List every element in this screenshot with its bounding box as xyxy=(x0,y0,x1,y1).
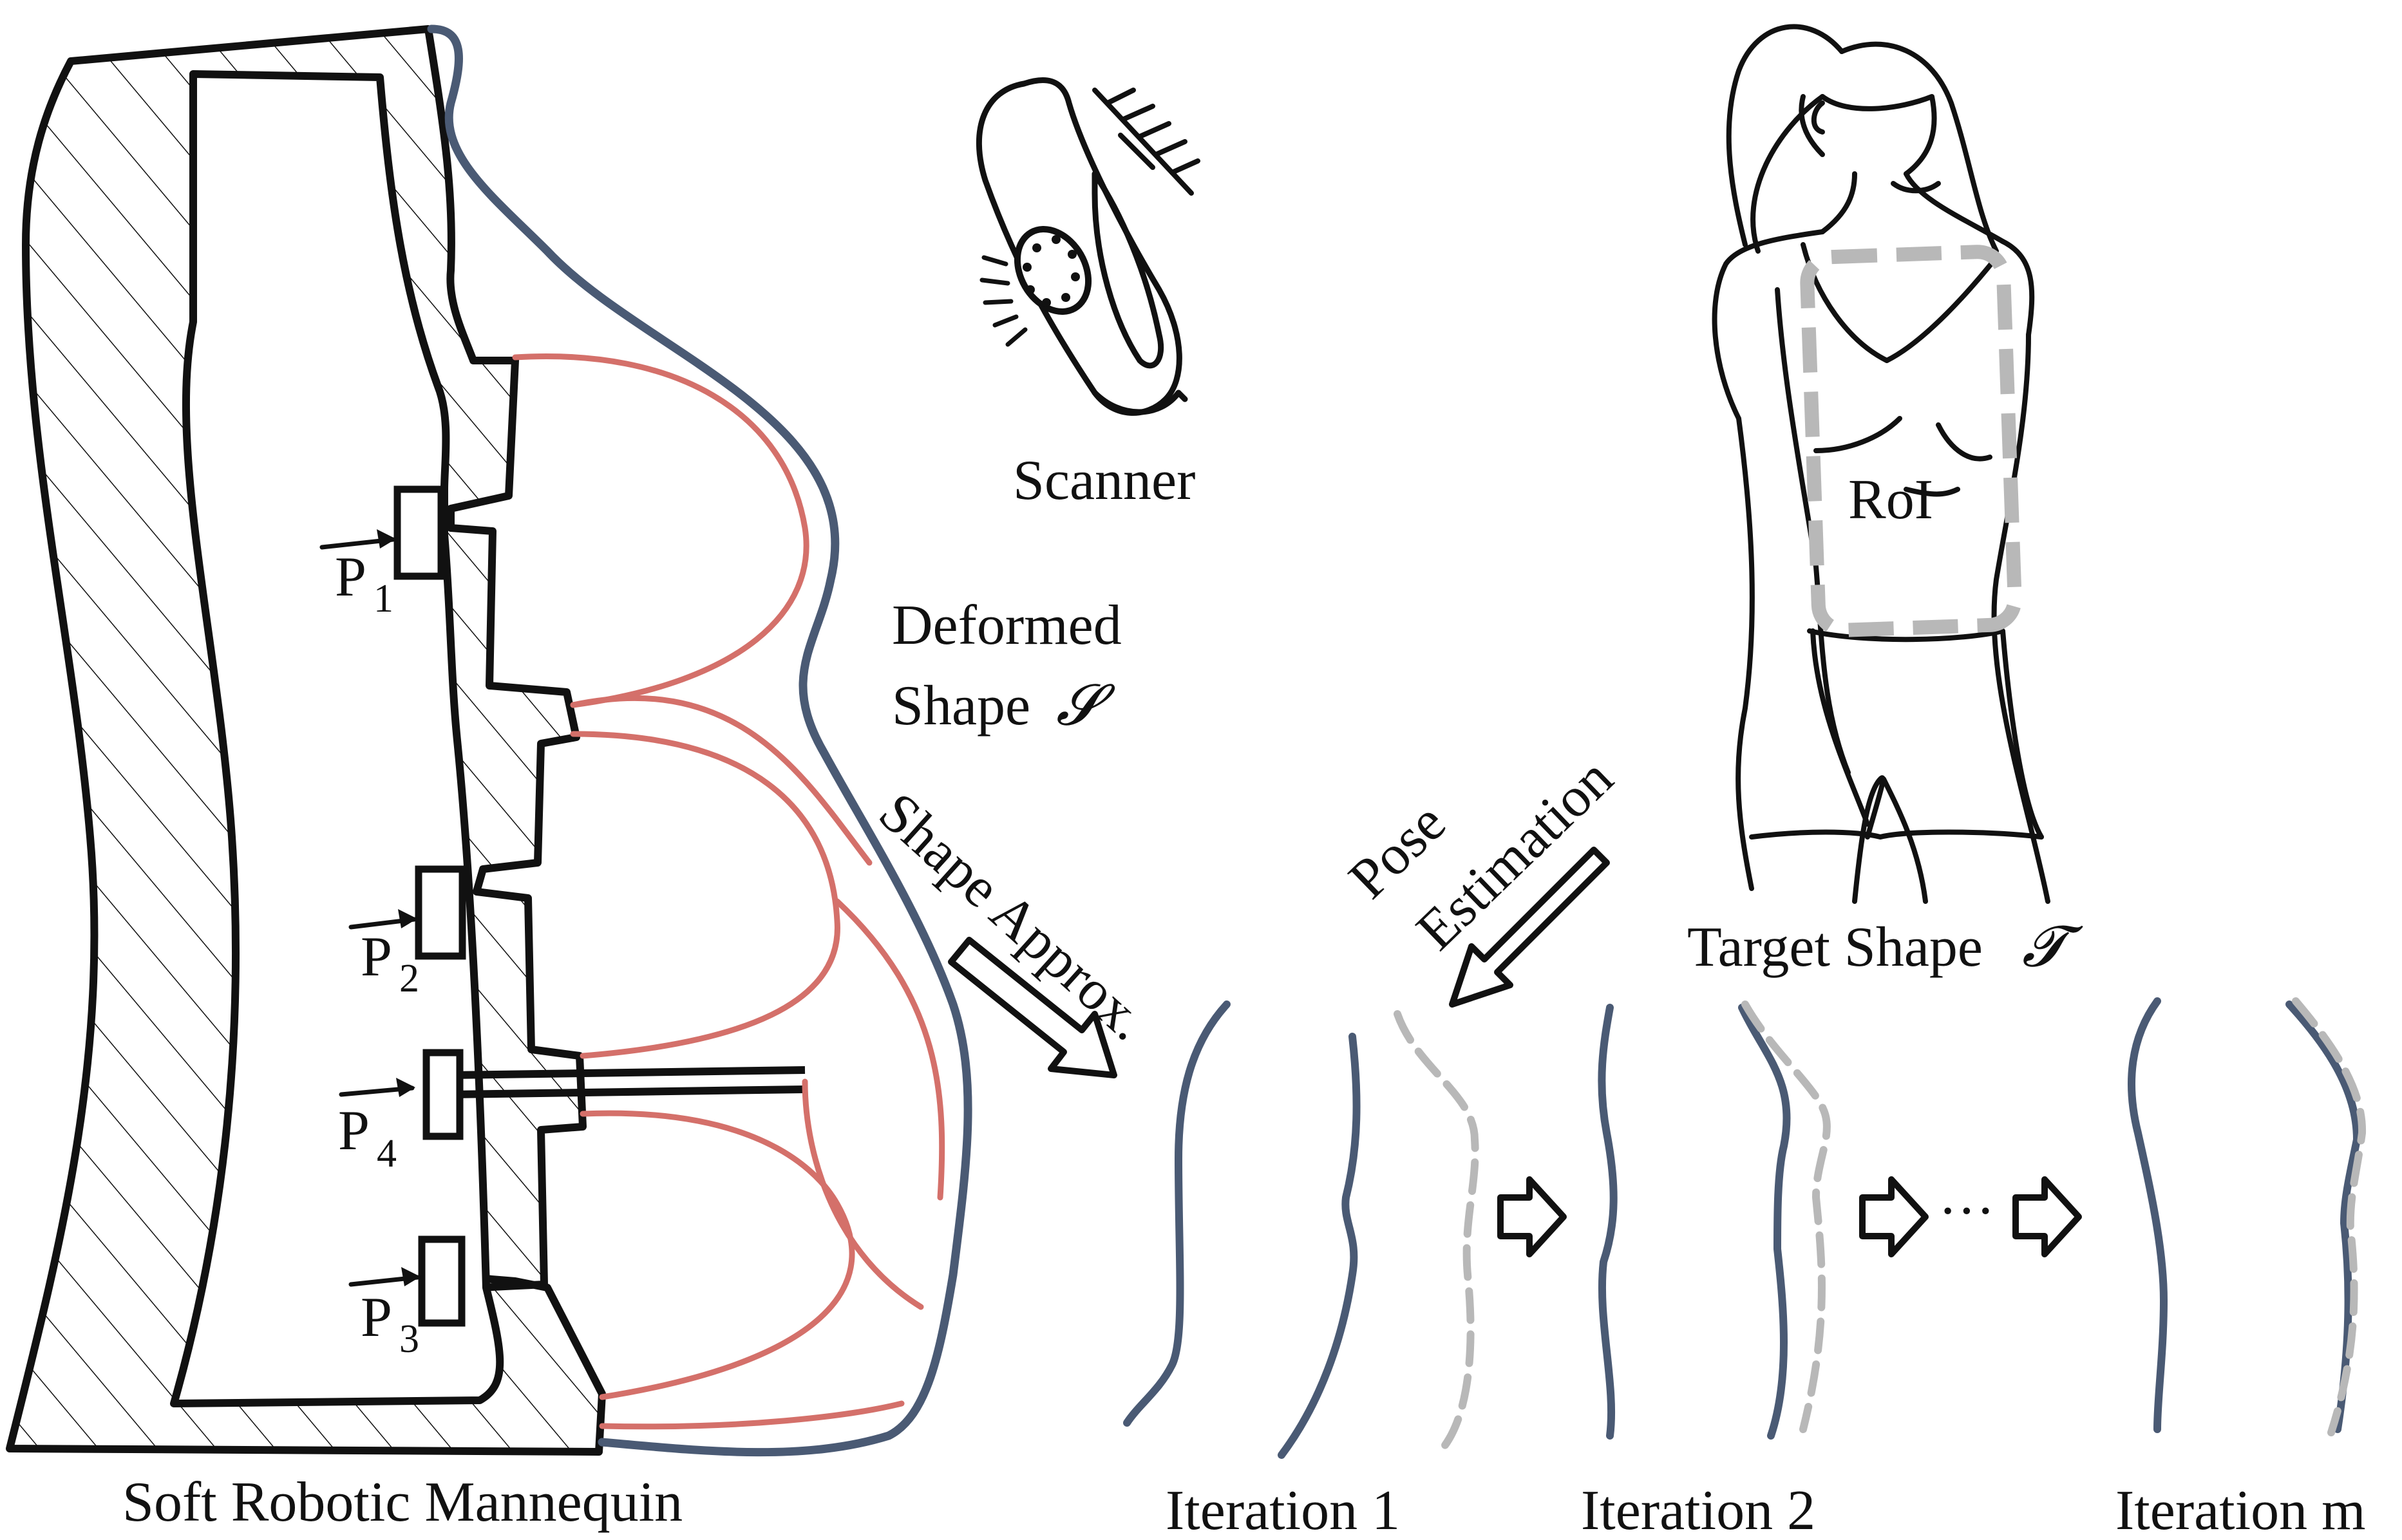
piston-p1 xyxy=(319,485,445,580)
mannequin-cavity xyxy=(170,70,504,1407)
target-shape-symbol: 𝓣 xyxy=(2022,916,2083,979)
step-arrow-2 xyxy=(1859,1176,1929,1257)
piston-label-p1: P 1 xyxy=(335,546,393,621)
roi-region xyxy=(1800,245,2022,637)
scanner-label: Scanner xyxy=(1013,449,1195,512)
step-arrow-3 xyxy=(2012,1176,2082,1257)
mannequin-label: Soft Robotic Mannequin xyxy=(122,1471,683,1534)
target-shape-label: Target Shape xyxy=(1687,916,1983,979)
deformed-shape-label-line1: Deformed xyxy=(892,594,1122,657)
deformed-shape-label-line2: Shape xyxy=(892,675,1030,737)
target-body-figure xyxy=(1712,24,2050,904)
piston-p4 xyxy=(339,1049,464,1140)
step-arrow-1 xyxy=(1497,1176,1567,1257)
deformed-shape-symbol: 𝓢 xyxy=(1056,675,1115,737)
svg-text:P: P xyxy=(361,1286,392,1349)
iteration-2-curves xyxy=(1598,1000,1831,1440)
piston-label-p2: P 2 xyxy=(361,926,419,1000)
chamber-membranes xyxy=(512,353,945,1430)
pose-estimation-arrow xyxy=(1449,847,1610,1008)
svg-text:P: P xyxy=(338,1100,370,1162)
scanner-lens xyxy=(1014,226,1092,315)
scanner-device xyxy=(976,77,1200,416)
iteration-1-label: Iteration 1 xyxy=(1166,1479,1400,1540)
iteration-m-curves xyxy=(2128,997,2367,1436)
iteration-m-label: Iteration m xyxy=(2115,1479,2366,1540)
piston-label-p4: P 4 xyxy=(338,1100,397,1176)
ellipsis: ··· xyxy=(1938,1180,1995,1243)
svg-text:1: 1 xyxy=(374,577,393,621)
svg-text:4: 4 xyxy=(377,1132,397,1176)
iteration-2-label: Iteration 2 xyxy=(1581,1479,1815,1540)
deformed-skin-outline xyxy=(427,24,972,1457)
svg-text:2: 2 xyxy=(399,957,419,1000)
mannequin-cross-section xyxy=(6,25,806,1456)
svg-text:P: P xyxy=(361,926,392,988)
piston-p3 xyxy=(348,1235,466,1327)
roi-label: RoI xyxy=(1848,469,1933,531)
shape-approx-arrow xyxy=(948,937,1117,1078)
piston-label-p3: P 3 xyxy=(361,1286,419,1361)
svg-text:P: P xyxy=(335,546,366,608)
iteration-1-curves xyxy=(1123,1000,1479,1459)
piston-p2 xyxy=(348,865,466,960)
svg-text:3: 3 xyxy=(399,1317,419,1361)
